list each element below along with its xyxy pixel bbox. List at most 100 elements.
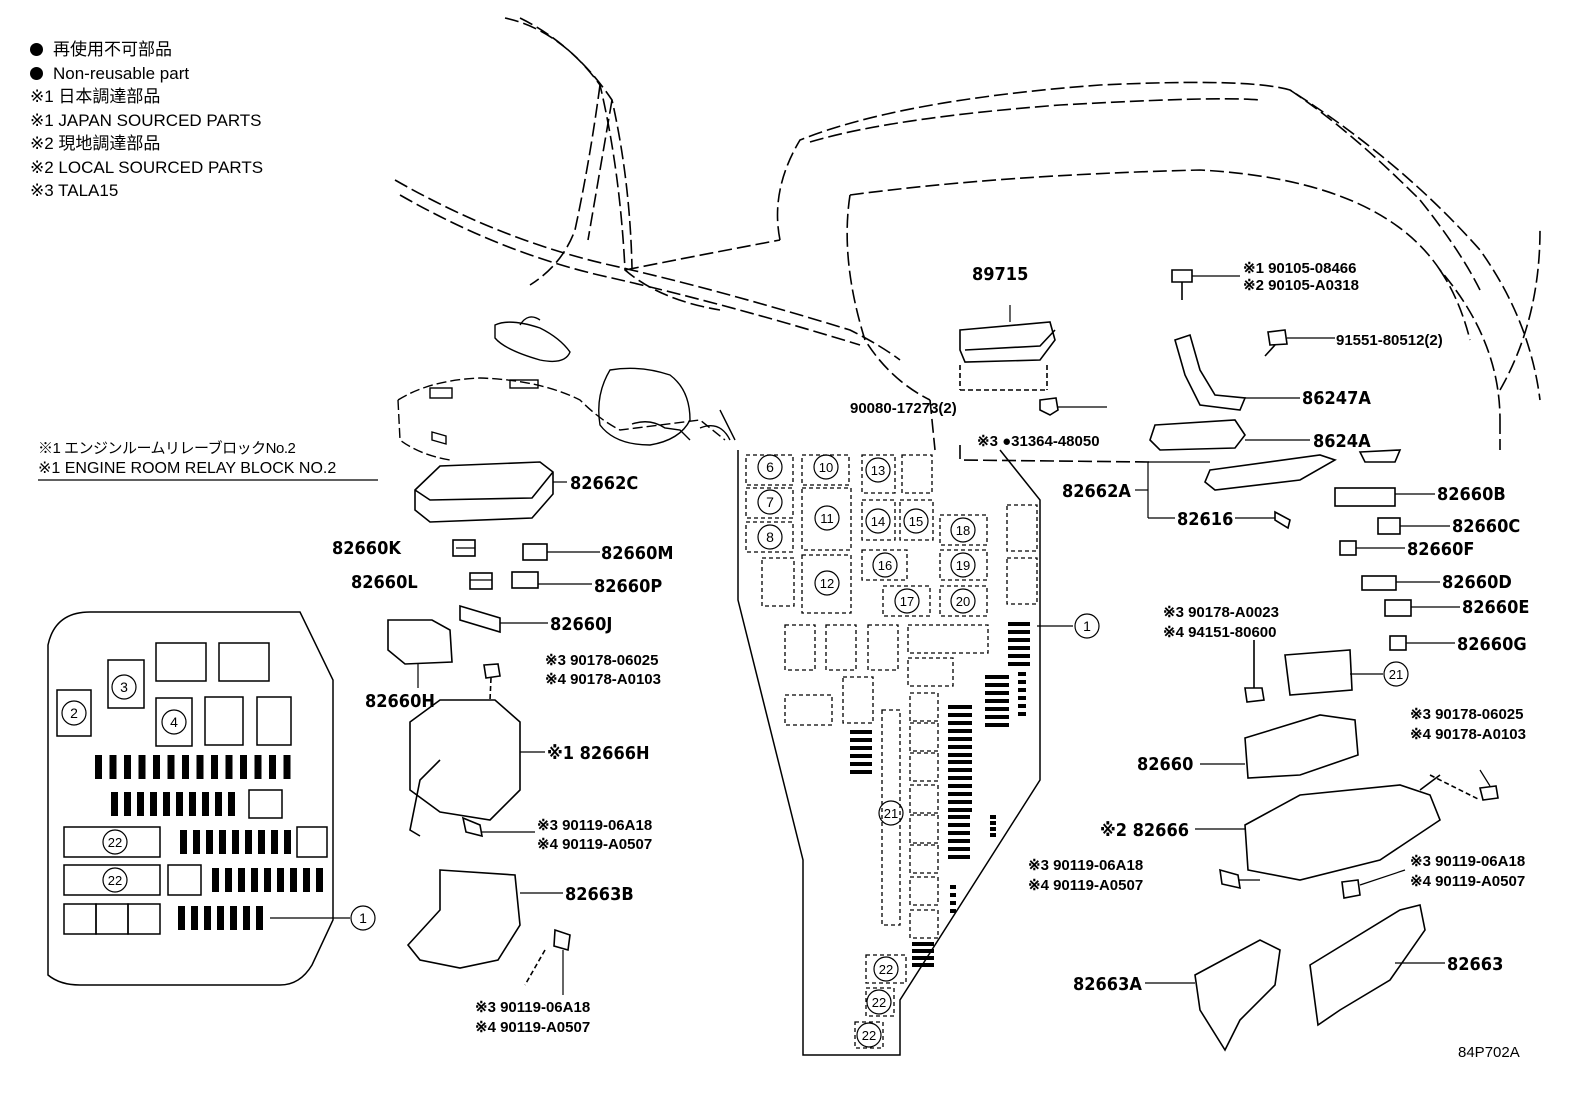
part-8624a: 8624A [1313, 431, 1371, 452]
fuse-mark [985, 699, 1009, 703]
fuse-mark [948, 768, 972, 772]
fuse-mark [948, 784, 972, 788]
fuse-mark [948, 815, 970, 819]
fuse-mark [948, 792, 972, 796]
diagram-id: 84P702A [1458, 1044, 1520, 1061]
fuse-mark [948, 713, 972, 717]
relay-block-fuses [95, 755, 323, 930]
callout-circle [757, 524, 783, 550]
fuse-mark [850, 754, 872, 758]
bullet-icon [30, 43, 43, 56]
callout-number: 8 [766, 529, 774, 545]
part-90178-a0103-a: ※4 90178-A0103 [545, 671, 661, 688]
callout-number: 4 [170, 714, 178, 730]
fuse-mark [850, 730, 872, 734]
fuse-mark [950, 885, 956, 889]
fuse-mark [204, 906, 211, 930]
part-82660l: 82660L [351, 572, 418, 593]
callout-number: 1 [1083, 618, 1091, 634]
fuse-mark [948, 753, 972, 757]
part-82663a: 82663A [1073, 974, 1142, 995]
fuse-mark [985, 707, 1009, 711]
callout-circle [950, 588, 976, 614]
part-82616: 82616 [1177, 509, 1233, 530]
center-fuse-box [737, 449, 1041, 1056]
fuse-mark [948, 705, 972, 709]
fuse-mark [238, 868, 245, 892]
fuse-mark [948, 760, 972, 764]
fuse-mark [163, 792, 170, 816]
legend-text: ※1 JAPAN SOURCED PARTS [30, 110, 262, 130]
fuse-mark [137, 792, 144, 816]
callout-number: 21 [884, 806, 898, 821]
callout-circle [866, 989, 892, 1015]
legend-item: ※3 TALA15 [30, 179, 263, 203]
fuse-mark [985, 691, 1009, 695]
part-82660e: 82660E [1462, 597, 1529, 618]
fuse-mark [243, 906, 250, 930]
part-90119-06a18-d: ※3 90119-06A18 [1410, 853, 1525, 870]
part-82663b: 82663B [565, 884, 634, 905]
fuse-mark [109, 755, 117, 779]
callout-circle [813, 454, 839, 480]
part-82660: 82660 [1137, 754, 1193, 775]
fuse-mark [225, 868, 232, 892]
part-90119-06a18-c: ※3 90119-06A18 [1028, 857, 1143, 874]
fuse-mark [215, 792, 222, 816]
fuse-mark [228, 792, 235, 816]
part-90119-a0507-d: ※4 90119-A0507 [1410, 873, 1525, 890]
legend-text: ※3 TALA15 [30, 181, 119, 200]
part-82660c: 82660C [1452, 516, 1520, 537]
part-82666: ※2 82666 [1100, 820, 1189, 841]
part-82660h: 82660H [365, 691, 435, 712]
part-82660k: 82660K [332, 538, 402, 559]
fuse-mark [277, 868, 284, 892]
callout-number: 6 [766, 459, 774, 475]
part-90178-06025-b: ※3 90178-06025 [1410, 706, 1524, 723]
callout-number: 18 [956, 523, 970, 538]
fuse-mark [990, 815, 996, 819]
part-90178-06025-a: ※3 90178-06025 [545, 652, 659, 669]
fuse-mark [245, 830, 252, 854]
fuse-mark [240, 755, 247, 779]
part-90105-08466: ※1 90105-08466 [1243, 260, 1357, 277]
part-82662a: 82662A [1062, 481, 1131, 502]
fuse-mark [271, 830, 278, 854]
cabin-details [397, 316, 736, 461]
fuse-mark [912, 949, 934, 953]
fuse-mark [95, 755, 102, 779]
fuse-mark [269, 755, 276, 779]
fuse-mark [912, 956, 934, 960]
part-82660j: 82660J [550, 614, 612, 635]
fuse-mark [230, 906, 237, 930]
part-89715: 89715 [972, 264, 1028, 285]
fuse-mark [948, 800, 972, 804]
legend-text: ※1 日本調達部品 [30, 87, 161, 106]
fuse-mark [948, 737, 972, 741]
block-title-jp: ※1 エンジンルームリレーブロックNo.2 [38, 439, 296, 457]
fuse-mark [138, 755, 146, 779]
callout-circle [757, 489, 783, 515]
fuse-mark [985, 675, 1009, 679]
callout-circle [102, 829, 128, 855]
legend-text: 再使用不可部品 [53, 40, 172, 59]
fuse-mark [303, 868, 310, 892]
fuse-mark [1008, 646, 1030, 650]
fuse-mark [211, 755, 218, 779]
part-90080-17273: 90080-17273(2) [850, 400, 957, 417]
callout-circle [865, 457, 891, 483]
fuse-mark [1018, 680, 1026, 684]
fuse-mark [948, 839, 970, 843]
part-labels: 89715 ※1 90105-08466 ※2 90105-A0318 9155… [332, 260, 1529, 1061]
fuse-mark [990, 821, 996, 825]
callout-number: 7 [766, 494, 774, 510]
fuse-mark [111, 792, 118, 816]
fuse-mark [193, 830, 200, 854]
callout-number: 1 [359, 910, 367, 926]
callout-circle [111, 674, 137, 700]
fuse-mark [258, 830, 265, 854]
fuse-mark [912, 942, 934, 946]
fuse-mark [1018, 688, 1026, 692]
callout-circle [856, 1022, 882, 1048]
